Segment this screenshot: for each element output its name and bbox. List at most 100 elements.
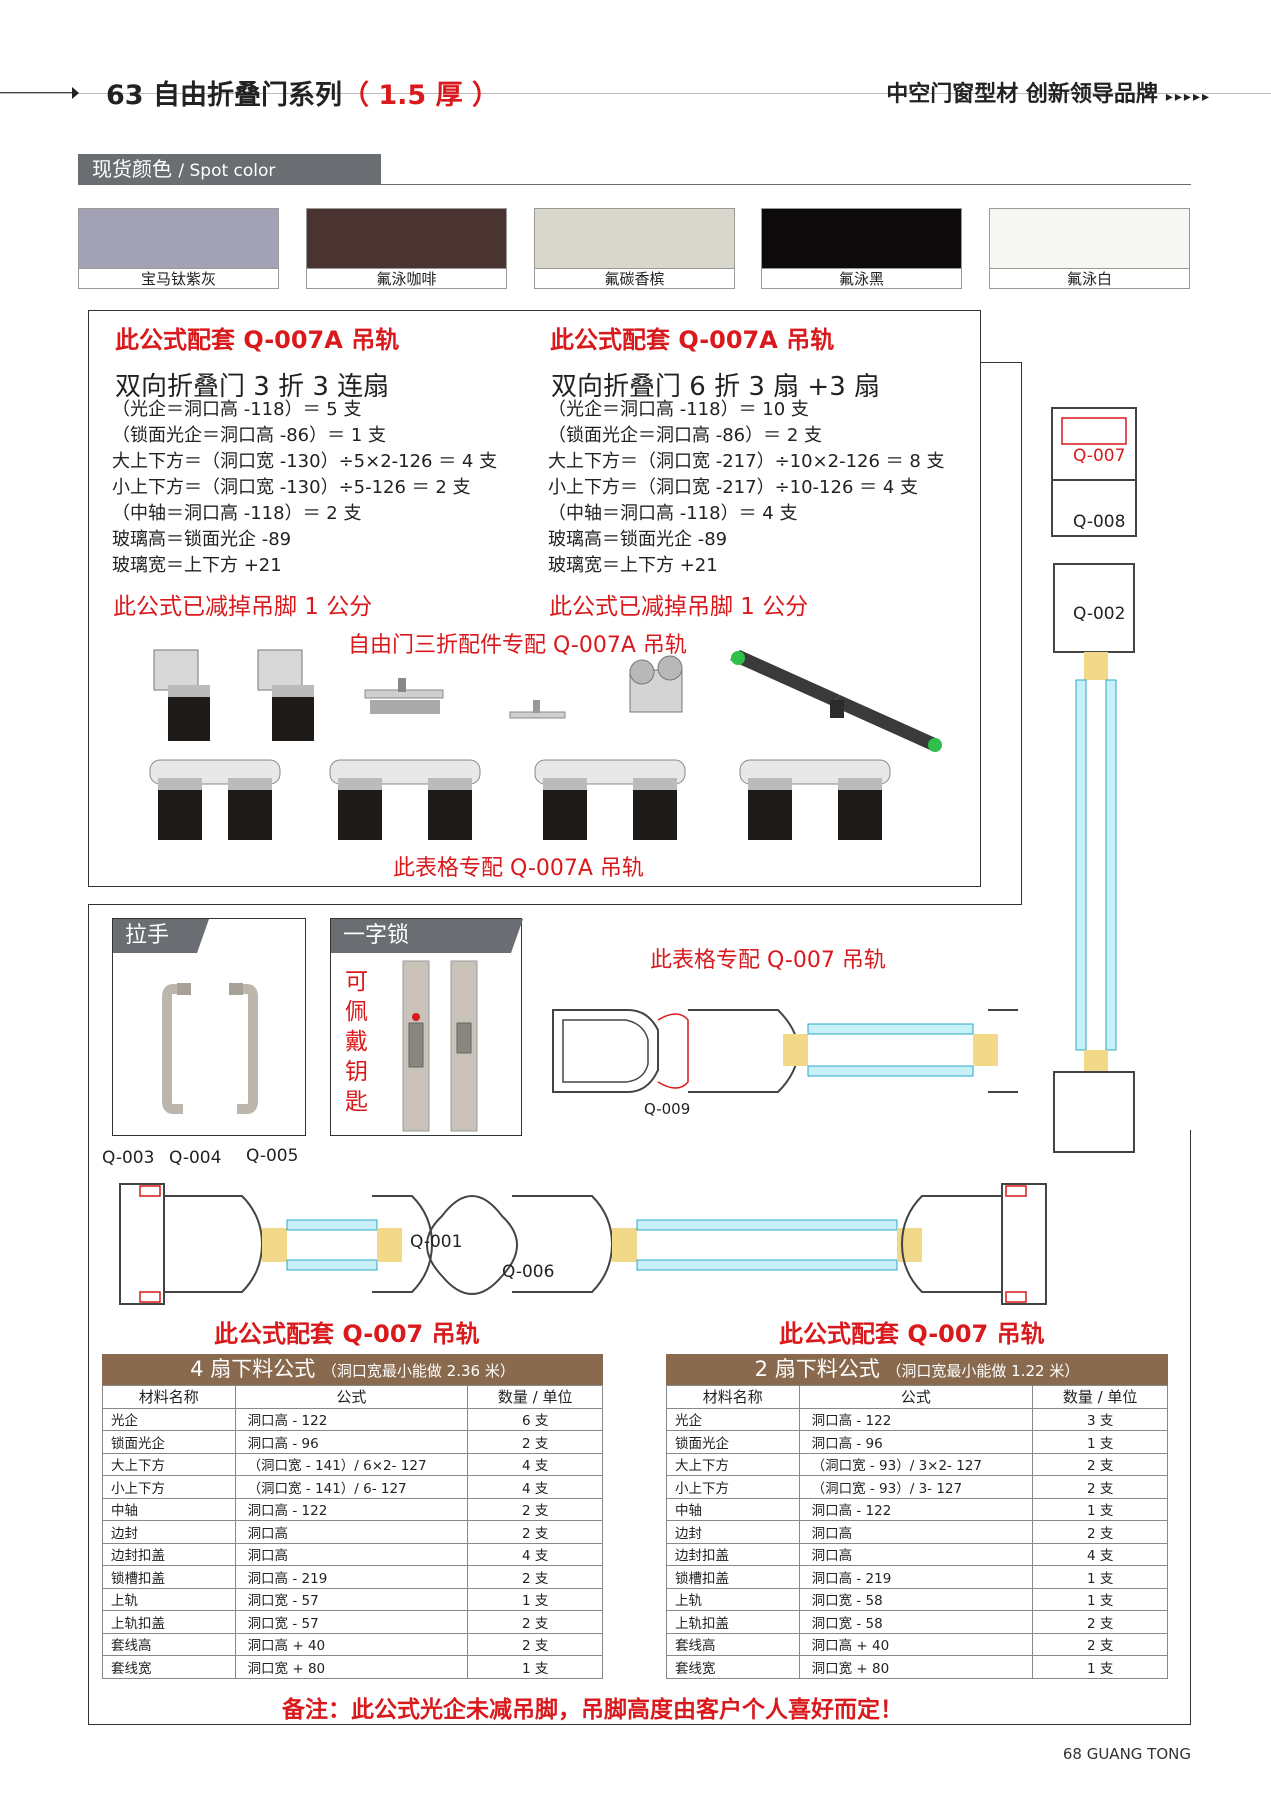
q009-profile-diagram bbox=[552, 1009, 1018, 1093]
material-name: 锁面光企 bbox=[102, 1430, 236, 1454]
quantity-cell: 3 支 bbox=[1032, 1407, 1168, 1431]
swatch-chip bbox=[762, 209, 961, 269]
formula-line: （光企＝洞口高 -118）＝ 5 支 bbox=[112, 399, 362, 420]
formula-right-lines: （光企＝洞口高 -118）＝ 10 支（锁面光企＝洞口高 -86）＝ 2 支大上… bbox=[548, 397, 945, 579]
lock-note-char: 匙 bbox=[345, 1089, 368, 1115]
material-name: 套线高 bbox=[666, 1632, 800, 1656]
material-name: 边封 bbox=[102, 1520, 236, 1544]
formula-line: （锁面光企＝洞口高 -86）＝ 2 支 bbox=[548, 425, 823, 446]
formula-cell: 洞口高 - 122 bbox=[234, 1407, 469, 1431]
swatch-label: 氟泳咖啡 bbox=[376, 270, 437, 288]
column-header: 数量 / 单位 bbox=[1032, 1385, 1168, 1409]
swatch-label: 氟泳白 bbox=[1066, 270, 1112, 288]
material-name: 上轨扣盖 bbox=[102, 1610, 236, 1634]
formula-line: （锁面光企＝洞口高 -86）＝ 1 支 bbox=[112, 425, 387, 446]
swatch-chip bbox=[990, 209, 1189, 269]
swatch-chip bbox=[307, 209, 506, 269]
label-q005: Q-005 bbox=[246, 1146, 299, 1166]
formula-line: 大上下方＝（洞口宽 -130）÷5×2-126 ＝ 4 支 bbox=[112, 451, 498, 472]
formula-cell: （洞口宽 - 141）/ 6×2- 127 bbox=[234, 1452, 469, 1476]
quantity-cell: 6 支 bbox=[467, 1407, 603, 1431]
table-right: 2 扇下料公式 （洞口宽最小能做 1.22 米） 材料名称公式数量 / 单位光企… bbox=[666, 1354, 1168, 1679]
quantity-cell: 2 支 bbox=[467, 1632, 603, 1656]
quantity-cell: 2 支 bbox=[1032, 1520, 1168, 1544]
formula-line: 玻璃高＝锁面光企 -89 bbox=[112, 529, 292, 550]
material-name: 小上下方 bbox=[666, 1475, 800, 1499]
label-q006: Q-006 bbox=[502, 1262, 555, 1282]
column-header: 材料名称 bbox=[666, 1385, 800, 1409]
hinge-bracket-1 bbox=[153, 649, 210, 741]
column-header: 公式 bbox=[234, 1385, 469, 1409]
table-left-title: 4 扇下料公式 （洞口宽最小能做 2.36 米） bbox=[102, 1354, 603, 1385]
label-q002: Q-002 bbox=[1073, 604, 1126, 624]
material-name: 上轨扣盖 bbox=[666, 1610, 800, 1634]
formula-right-note: 此公式已减掉吊脚 1 公分 bbox=[549, 594, 809, 620]
lock-title: 一字锁 bbox=[331, 919, 523, 953]
material-name: 中轴 bbox=[102, 1497, 236, 1521]
quantity-cell: 4 支 bbox=[467, 1542, 603, 1566]
material-name: 套线高 bbox=[102, 1632, 236, 1656]
quantity-cell: 2 支 bbox=[1032, 1475, 1168, 1499]
color-swatch: 宝马钛紫灰 bbox=[78, 208, 279, 289]
lock-note-char: 戴 bbox=[345, 1029, 368, 1055]
quantity-cell: 2 支 bbox=[1032, 1632, 1168, 1656]
column-header: 公式 bbox=[798, 1385, 1034, 1409]
handle-title: 拉手 bbox=[113, 919, 209, 953]
formula-cell: 洞口高 bbox=[234, 1520, 469, 1544]
quantity-cell: 4 支 bbox=[467, 1452, 603, 1476]
formula-line: （光企＝洞口高 -118）＝ 10 支 bbox=[548, 399, 809, 420]
pivot-set-4 bbox=[739, 759, 891, 840]
quantity-cell: 1 支 bbox=[1032, 1497, 1168, 1521]
material-name: 套线宽 bbox=[102, 1655, 236, 1679]
formula-cell: 洞口高 - 219 bbox=[234, 1565, 469, 1589]
formula-cell: 洞口宽 + 80 bbox=[234, 1655, 469, 1679]
label-q007: Q-007 bbox=[1073, 446, 1126, 466]
swatch-label: 宝马钛紫灰 bbox=[140, 270, 216, 288]
quantity-cell: 2 支 bbox=[467, 1610, 603, 1634]
material-name: 上轨 bbox=[102, 1587, 236, 1611]
material-name: 边封扣盖 bbox=[666, 1542, 800, 1566]
swatch-chip bbox=[535, 209, 734, 269]
material-name: 锁槽扣盖 bbox=[666, 1565, 800, 1589]
swatch-chip bbox=[79, 209, 278, 269]
accessory-caption-bottom: 此表格专配 Q-007A 吊轨 bbox=[393, 856, 644, 881]
footer: 68 GUANG TONG bbox=[1063, 1745, 1191, 1763]
pivot-set-2 bbox=[329, 759, 481, 840]
label-q003: Q-003 bbox=[102, 1148, 155, 1168]
material-name: 锁槽扣盖 bbox=[102, 1565, 236, 1589]
formula-cell: 洞口高 - 96 bbox=[798, 1430, 1034, 1454]
formula-line: （中轴＝洞口高 -118）＝ 4 支 bbox=[548, 503, 798, 524]
lock-note-char: 佩 bbox=[345, 999, 368, 1025]
material-name: 小上下方 bbox=[102, 1475, 236, 1499]
vertical-profile-diagram bbox=[1051, 407, 1137, 1153]
material-name: 光企 bbox=[102, 1407, 236, 1431]
formula-cell: 洞口高 - 122 bbox=[234, 1497, 469, 1521]
material-name: 中轴 bbox=[666, 1497, 800, 1521]
label-q001: Q-001 bbox=[410, 1232, 463, 1252]
formula-right-subtitle: 双向折叠门 6 折 3 扇 +3 扇 bbox=[551, 372, 880, 402]
color-swatch: 氟泳黑 bbox=[761, 208, 962, 289]
formula-cell: （洞口宽 - 141）/ 6- 127 bbox=[234, 1475, 469, 1499]
formula-line: 小上下方＝（洞口宽 -130）÷5-126 ＝ 2 支 bbox=[112, 477, 471, 498]
quantity-cell: 1 支 bbox=[467, 1655, 603, 1679]
quantity-cell: 1 支 bbox=[1032, 1587, 1168, 1611]
pin-plate bbox=[509, 700, 566, 719]
formula-cell: 洞口宽 - 58 bbox=[798, 1587, 1034, 1611]
formula-cell: 洞口高 - 122 bbox=[798, 1497, 1034, 1521]
label-q004: Q-004 bbox=[169, 1148, 222, 1168]
